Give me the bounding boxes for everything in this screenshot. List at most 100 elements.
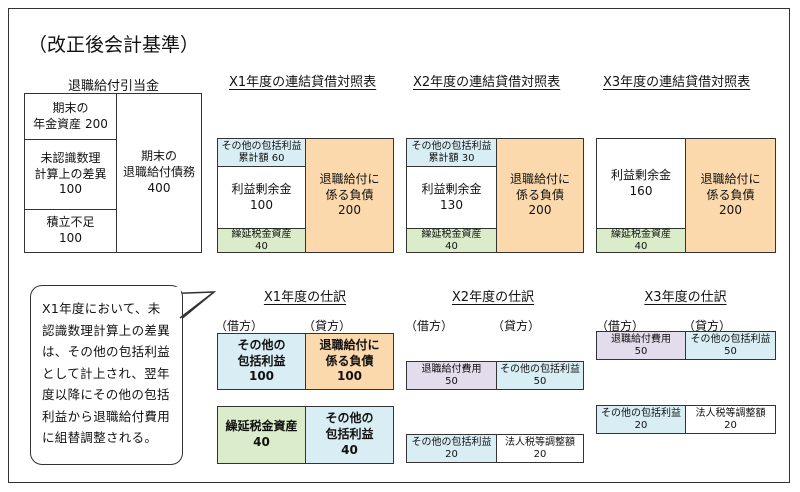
bs-x2-dta-box: 繰延税金資産 40 [406,228,497,253]
journal-x1-heading: X1年度の仕訳 [263,290,347,305]
journal-x1-e2-debit: 繰延税金資産 40 [217,406,306,464]
bs-x3-heading: X3年度の連結貸借対照表 [603,75,751,90]
unrecognized-line1: 未認識数理 [40,150,101,165]
note-line-1: X1年度において、未 [42,301,161,316]
underfunded-line1: 積立不足 [46,215,95,230]
bs-x1-liability-line2: 係る負債 [325,187,374,202]
bs-x3-liability-box: 退職給付に 係る負債 200 [685,138,776,253]
unrecognized-value: 100 [59,182,82,197]
bs-x1-liability-box: 退職給付に 係る負債 200 [305,138,394,253]
plan-asset-line2: 年金資産 200 [33,116,108,131]
bs-x1-dta-box: 繰延税金資産 40 [217,228,306,253]
journal-x1-e2-credit-value: 40 [341,442,358,457]
journal-x1-e1-debit: その他の 包括利益 100 [217,333,306,390]
journal-x3-e2-credit: 法人税等調整額 20 [685,405,776,434]
note-bubble: X1年度において、未 認識数理計算上の差異 は、その他の包括利益 として計上され… [30,285,183,465]
plan-asset-line1: 期末の [52,100,89,115]
bs-x2-liability-line2: 係る負債 [515,187,564,202]
page-title: （改正後会計基準） [28,34,200,56]
journal-x3-e1-debit-value: 50 [634,345,648,357]
note-line-7: に組替調整される。 [42,430,158,445]
journal-x1-e1-credit-line1: 退職給付に [319,337,380,352]
bs-x2-oci-box: その他の包括利益 累計額 30 [406,138,497,167]
journal-x2-e2-credit: 法人税等調整額 20 [496,434,584,463]
journal-x1-e2-credit: その他の 包括利益 40 [305,406,394,464]
bs-x2-heading: X2年度の連結貸借対照表 [413,75,561,90]
bs-x2-oci-line2: 累計額 30 [428,152,475,164]
bs-x1-retained-box: 利益剰余金 100 [217,166,306,229]
note-line-5: 度以降にその他の包括 [42,387,170,402]
bs-x3-dta-value: 40 [634,240,648,252]
journal-x1-debit-label: （借方） [215,319,264,333]
journal-x2-e1-credit-label: その他の包括利益 [500,363,580,375]
journal-x2-e1-debit-value: 50 [445,375,458,387]
bs-x2-dta-value: 40 [445,240,458,252]
note-line-4: として計上され、翌年 [42,365,170,381]
journal-x3-e1-credit-label: その他の包括利益 [690,333,771,345]
journal-x2-e2-credit-label: 法人税等調整額 [505,436,575,448]
journal-x3-e1-debit-label: 退職給付費用 [611,333,671,345]
bs-x2-retained-value: 130 [440,197,463,212]
journal-x2-e2-credit-value: 20 [533,448,547,460]
obligation-line1: 期末の [140,149,177,164]
bs-x2-liability-box: 退職給付に 係る負債 200 [496,138,584,253]
journal-x1-e1-credit: 退職給付に 係る負債 100 [305,333,394,390]
bs-x3-retained-box: 利益剰余金 160 [596,138,686,229]
journal-x1-e1-debit-value: 100 [248,369,275,384]
journal-x2-e2-debit-value: 20 [445,448,458,460]
unrecognized-line2: 計算上の差異 [34,166,107,181]
retirement-heading: 退職給付引当金 [68,79,160,94]
bs-x2-oci-line1: その他の包括利益 [411,140,492,152]
journal-x3-credit-label: （貸方） [683,319,732,333]
journal-x3-e2-credit-label: 法人税等調整額 [695,407,766,419]
journal-x3-e1-credit: その他の包括利益 50 [685,331,776,360]
note-line-2: 認識数理計算上の差異 [42,322,171,338]
journal-x3-e2-debit-value: 20 [634,419,648,431]
journal-x1-e1-debit-line1: その他の [237,337,286,352]
bs-x2-retained-label: 利益剰余金 [421,181,482,196]
journal-x2-e2-debit: その他の包括利益 20 [406,434,497,463]
journal-x2-heading: X2年度の仕訳 [451,290,535,305]
bs-x1-retained-value: 100 [250,197,273,212]
bs-x2-liability-line1: 退職給付に [509,171,570,186]
bs-x1-oci-box: その他の包括利益 累計額 60 [217,138,306,167]
note-line-3: は、その他の包括利益 [42,344,171,359]
bs-x3-liability-line2: 係る負債 [706,187,755,202]
obligation-box: 期末の 退職給付債務 400 [116,93,202,253]
bs-x2-liability-value: 200 [528,203,552,218]
journal-x1-e2-credit-line1: その他の [325,411,374,426]
bs-x3-dta-box: 繰延税金資産 40 [596,228,686,253]
bs-x3-liability-value: 200 [719,203,742,218]
journal-x1-credit-label: （貸方） [303,319,352,333]
bs-x3-retained-value: 160 [629,183,653,198]
bs-x1-liability-value: 200 [338,203,361,218]
journal-x2-credit-label: （貸方） [492,319,541,333]
bs-x1-oci-line1: その他の包括利益 [221,140,302,152]
bs-x1-dta-label: 繰延税金資産 [231,228,292,240]
diagram-frame [8,8,790,483]
note-line-6: 利益から退職給付費用 [42,408,171,424]
journal-x3-e1-debit: 退職給付費用 50 [596,331,686,360]
bs-x3-liability-line1: 退職給付に [700,171,761,186]
journal-x2-e2-debit-label: その他の包括利益 [411,436,492,448]
journal-x3-debit-label: （借方） [596,319,645,333]
journal-x3-e2-credit-value: 20 [724,419,737,431]
journal-x1-e1-credit-value: 100 [336,369,363,384]
journal-x2-e1-credit-value: 50 [533,375,547,387]
bs-x3-dta-label: 繰延税金資産 [611,228,671,240]
journal-x2-e1-credit: その他の包括利益 50 [496,361,584,390]
journal-x3-heading: X3年度の仕訳 [644,290,727,305]
journal-x1-e2-debit-value: 40 [253,435,270,449]
bs-x3-retained-label: 利益剰余金 [610,167,671,182]
journal-x1-e2-credit-line2: 包括利益 [325,427,374,442]
journal-x3-e2-debit: その他の包括利益 20 [596,405,686,434]
bs-x1-heading: X1年度の連結貸借対照表 [229,75,377,90]
journal-x1-e2-debit-label: 繰延税金資産 [225,419,298,434]
obligation-line2: 退職給付債務 [122,165,195,180]
journal-x2-debit-label: （借方） [405,319,454,333]
underfunded-value: 100 [59,231,82,245]
journal-x1-e1-debit-line2: 包括利益 [237,353,286,368]
bs-x1-oci-line2: 累計額 60 [238,152,285,164]
obligation-value: 400 [147,180,171,195]
